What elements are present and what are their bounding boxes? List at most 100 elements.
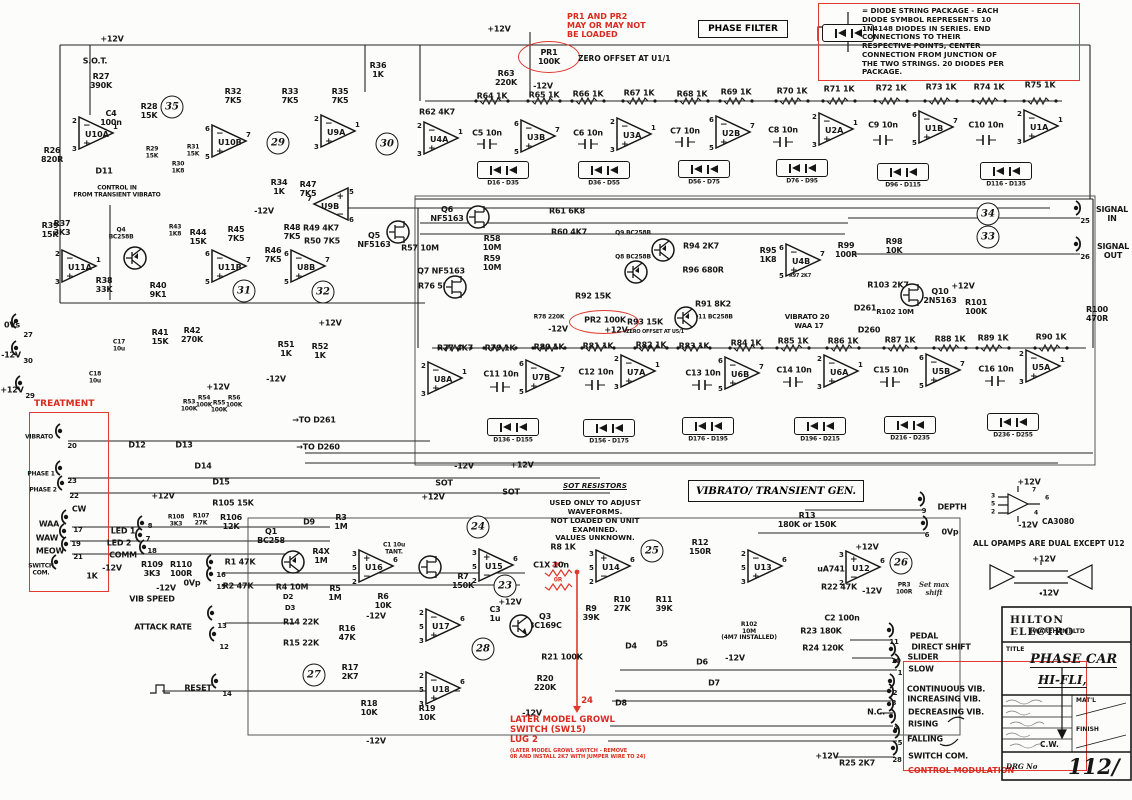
svg-text:+: + <box>430 631 438 641</box>
label-r56: R56 100K <box>225 394 243 408</box>
label-r59: R59 10M <box>482 254 502 272</box>
svg-text:+: + <box>430 694 438 704</box>
label-15: 15 <box>216 583 226 592</box>
svg-text:−: − <box>790 248 798 258</box>
label-ua741: uA741 <box>817 564 845 574</box>
label-r84-1k: R84 1K <box>730 338 762 348</box>
label-r99: R99 100R <box>834 241 858 259</box>
svg-text:3: 3 <box>421 390 426 398</box>
svg-text:+: + <box>216 272 224 282</box>
label-22: 22 <box>69 492 79 501</box>
label-pr1: PR1 100K <box>537 48 561 66</box>
ref-circle-30: 30 <box>375 132 399 156</box>
svg-text:−: − <box>66 254 74 264</box>
label-c16-10n: C16 10n <box>978 364 1014 374</box>
label-r49-4k7: R49 4K7 <box>302 223 340 233</box>
diode-pack-D196-D215 <box>794 417 846 435</box>
label-r45: R45 7K5 <box>227 225 245 243</box>
svg-text:+: + <box>923 133 931 143</box>
svg-text:+: + <box>428 144 436 154</box>
label-r7: R7 150K <box>451 572 475 590</box>
label-c12-10n: C12 10n <box>578 367 614 377</box>
label-23: 23 <box>67 477 77 486</box>
svg-text:5: 5 <box>205 278 210 286</box>
svg-text:3: 3 <box>1019 378 1024 386</box>
label--12v: -12V <box>862 586 882 596</box>
label-r11: R11 39K <box>655 595 673 613</box>
label-7: 7 <box>1032 486 1036 494</box>
svg-text:1: 1 <box>853 119 858 127</box>
label-c8-10n: C8 10n <box>768 125 798 135</box>
label-r68-1k: R68 1K <box>676 89 708 99</box>
connector-pin <box>888 708 897 724</box>
label-+12v: +12V <box>206 382 230 392</box>
svg-text:3: 3 <box>1017 138 1022 146</box>
label-3: 3 <box>991 492 995 500</box>
label-r67-1k: R67 1K <box>623 88 655 98</box>
label-q3: Q3 BC169C <box>528 612 562 630</box>
label-r73-1k: R73 1K <box>925 82 957 92</box>
label-d6: D6 <box>696 657 708 667</box>
transistor-Q10 <box>900 283 924 307</box>
svg-text:6: 6 <box>349 216 354 224</box>
label-c6-10n: C6 10n <box>573 128 603 138</box>
label-d11: D11 <box>95 166 113 176</box>
label-25: 25 <box>1080 217 1090 226</box>
connector-pin <box>10 340 19 356</box>
ref-circle-29: 29 <box>266 131 290 155</box>
label-d9: D9 <box>303 517 315 527</box>
svg-text:U11A: U11A <box>68 263 93 272</box>
treatment-label: TREATMENT <box>34 399 95 409</box>
label-r19: R19 10K <box>418 704 436 722</box>
label-slow: SLOW <box>908 664 934 674</box>
connector-pin <box>54 460 63 476</box>
svg-text:−: − <box>363 572 371 582</box>
svg-text:−: − <box>430 613 438 623</box>
label-r35: R35 7K5 <box>331 87 349 105</box>
svg-text:7: 7 <box>560 366 565 374</box>
ref-circle-26: 26 <box>889 551 913 575</box>
diode-pack-label: D56 - D75 <box>688 178 720 186</box>
label-+12v: +12V <box>318 318 342 328</box>
svg-text:−: − <box>83 121 91 131</box>
svg-text:6: 6 <box>393 556 398 564</box>
svg-text:U5A: U5A <box>1032 363 1051 372</box>
svg-text:2: 2 <box>812 113 817 121</box>
transistor-Q9 <box>651 238 675 262</box>
svg-text:7: 7 <box>820 250 825 258</box>
label-r53: R53 100K <box>180 398 198 412</box>
svg-text:2: 2 <box>421 362 426 370</box>
label-d13: D13 <box>175 440 193 450</box>
diode-pack-D96-D115 <box>877 163 929 181</box>
label-r8-1k: R8 1K <box>550 542 576 552</box>
label-r110: R110 100R <box>169 560 193 578</box>
diode-pack-D56-D75 <box>678 160 730 178</box>
label-r4x: R4X 1M <box>312 547 330 565</box>
diode-pack-D16-D35 <box>477 161 529 179</box>
connector-pin <box>886 696 895 712</box>
label-c15-10n: C15 10n <box>873 365 909 375</box>
label-26: 26 <box>1080 253 1090 262</box>
red-0r-label: 0R <box>553 576 563 584</box>
label-r31: R31 15K <box>186 143 200 157</box>
label-r16: R16 47K <box>338 624 356 642</box>
label-+12v: +12V <box>855 542 879 552</box>
label-14: 14 <box>222 690 232 699</box>
svg-text:5: 5 <box>919 382 924 390</box>
label-24: 24 <box>581 696 593 707</box>
label-9: 9 <box>921 507 927 516</box>
svg-text:+: + <box>600 554 608 564</box>
label-r41: R41 15K <box>151 328 169 346</box>
svg-text:+: + <box>483 553 491 563</box>
svg-text:U10B: U10B <box>218 138 242 147</box>
connector-pin <box>134 527 143 543</box>
svg-text:2: 2 <box>839 579 844 587</box>
label-r46: R46 7K5 <box>264 246 282 264</box>
label-27: 27 <box>23 331 33 340</box>
svg-text:2: 2 <box>472 577 477 585</box>
svg-text:3: 3 <box>812 141 817 149</box>
label-r93-15k: R93 15K <box>626 317 664 327</box>
